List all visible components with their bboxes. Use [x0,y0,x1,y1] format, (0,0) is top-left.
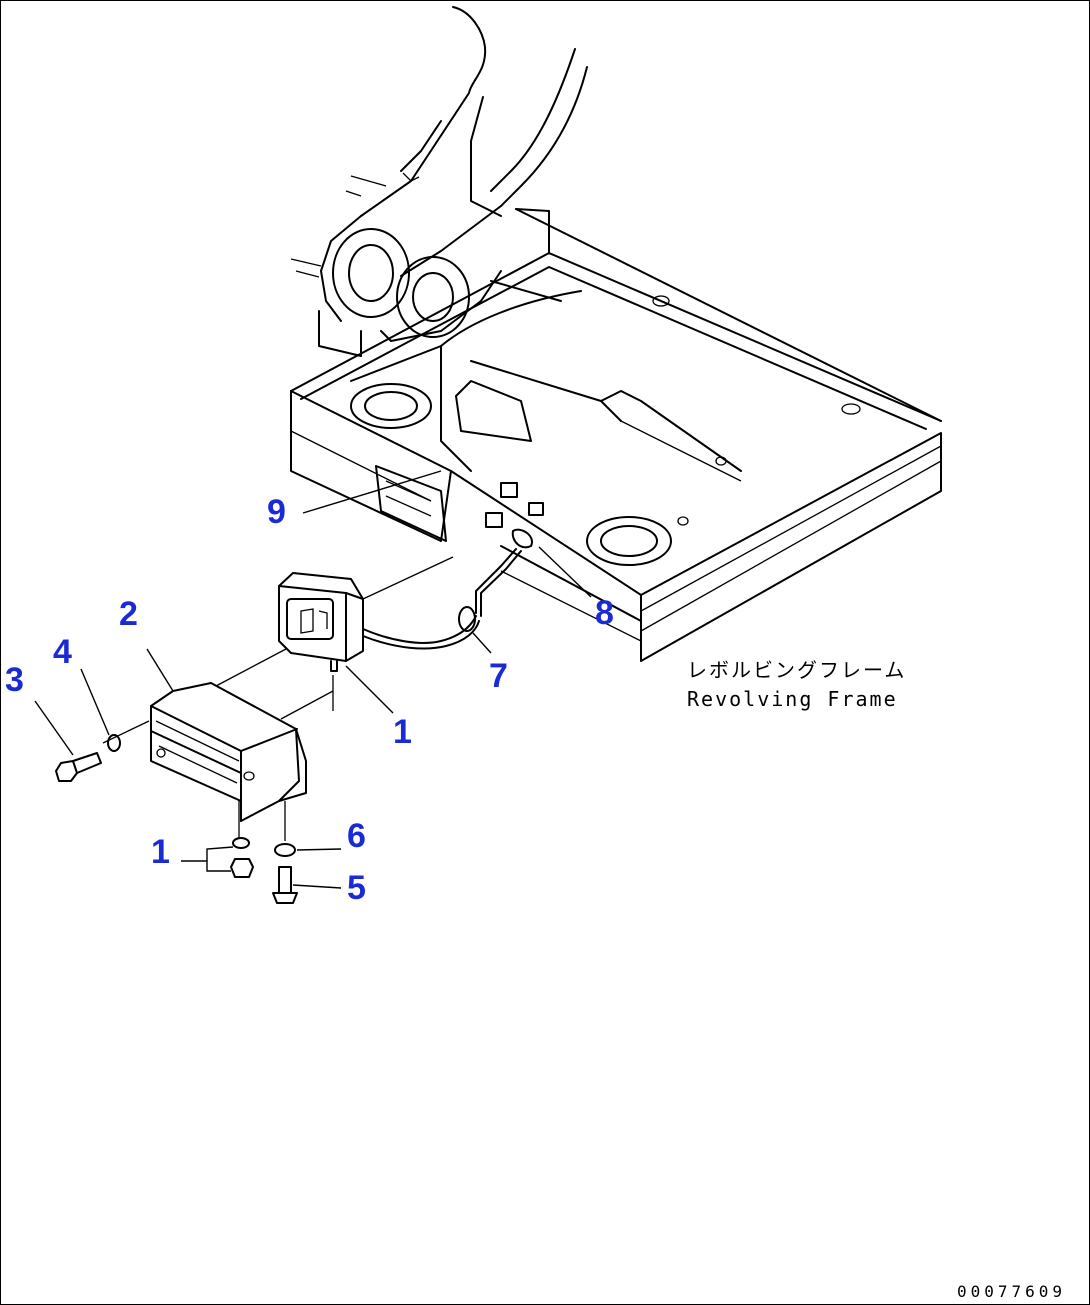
callout-6: 6 [347,817,366,855]
bolt-head [55,760,78,782]
callout-7: 7 [489,657,508,695]
callout-8: 8 [595,594,614,632]
document-number: 00077609 [957,1282,1066,1301]
lock-washer [232,837,250,849]
mounting-bolt [278,866,292,894]
nut [230,858,254,878]
callout-9: 9 [267,493,286,531]
work-lamp [278,548,522,672]
caption-english: Revolving Frame [687,687,898,711]
callout-5: 5 [347,869,366,907]
boom-structure [290,6,588,357]
revolving-frame [290,208,942,662]
washer [107,734,121,752]
callout-2: 2 [119,595,138,633]
assembly-lines [102,556,454,841]
lamp-bracket [150,682,307,822]
callout-1-lamp: 1 [393,713,412,751]
callout-4: 4 [53,633,72,671]
leader-lines [34,470,592,889]
callout-3: 3 [5,661,24,699]
flat-washer [274,843,296,857]
callout-1-nut: 1 [151,833,170,871]
hardware-parts [55,734,298,904]
caption-japanese: レボルビングフレーム [687,658,906,682]
